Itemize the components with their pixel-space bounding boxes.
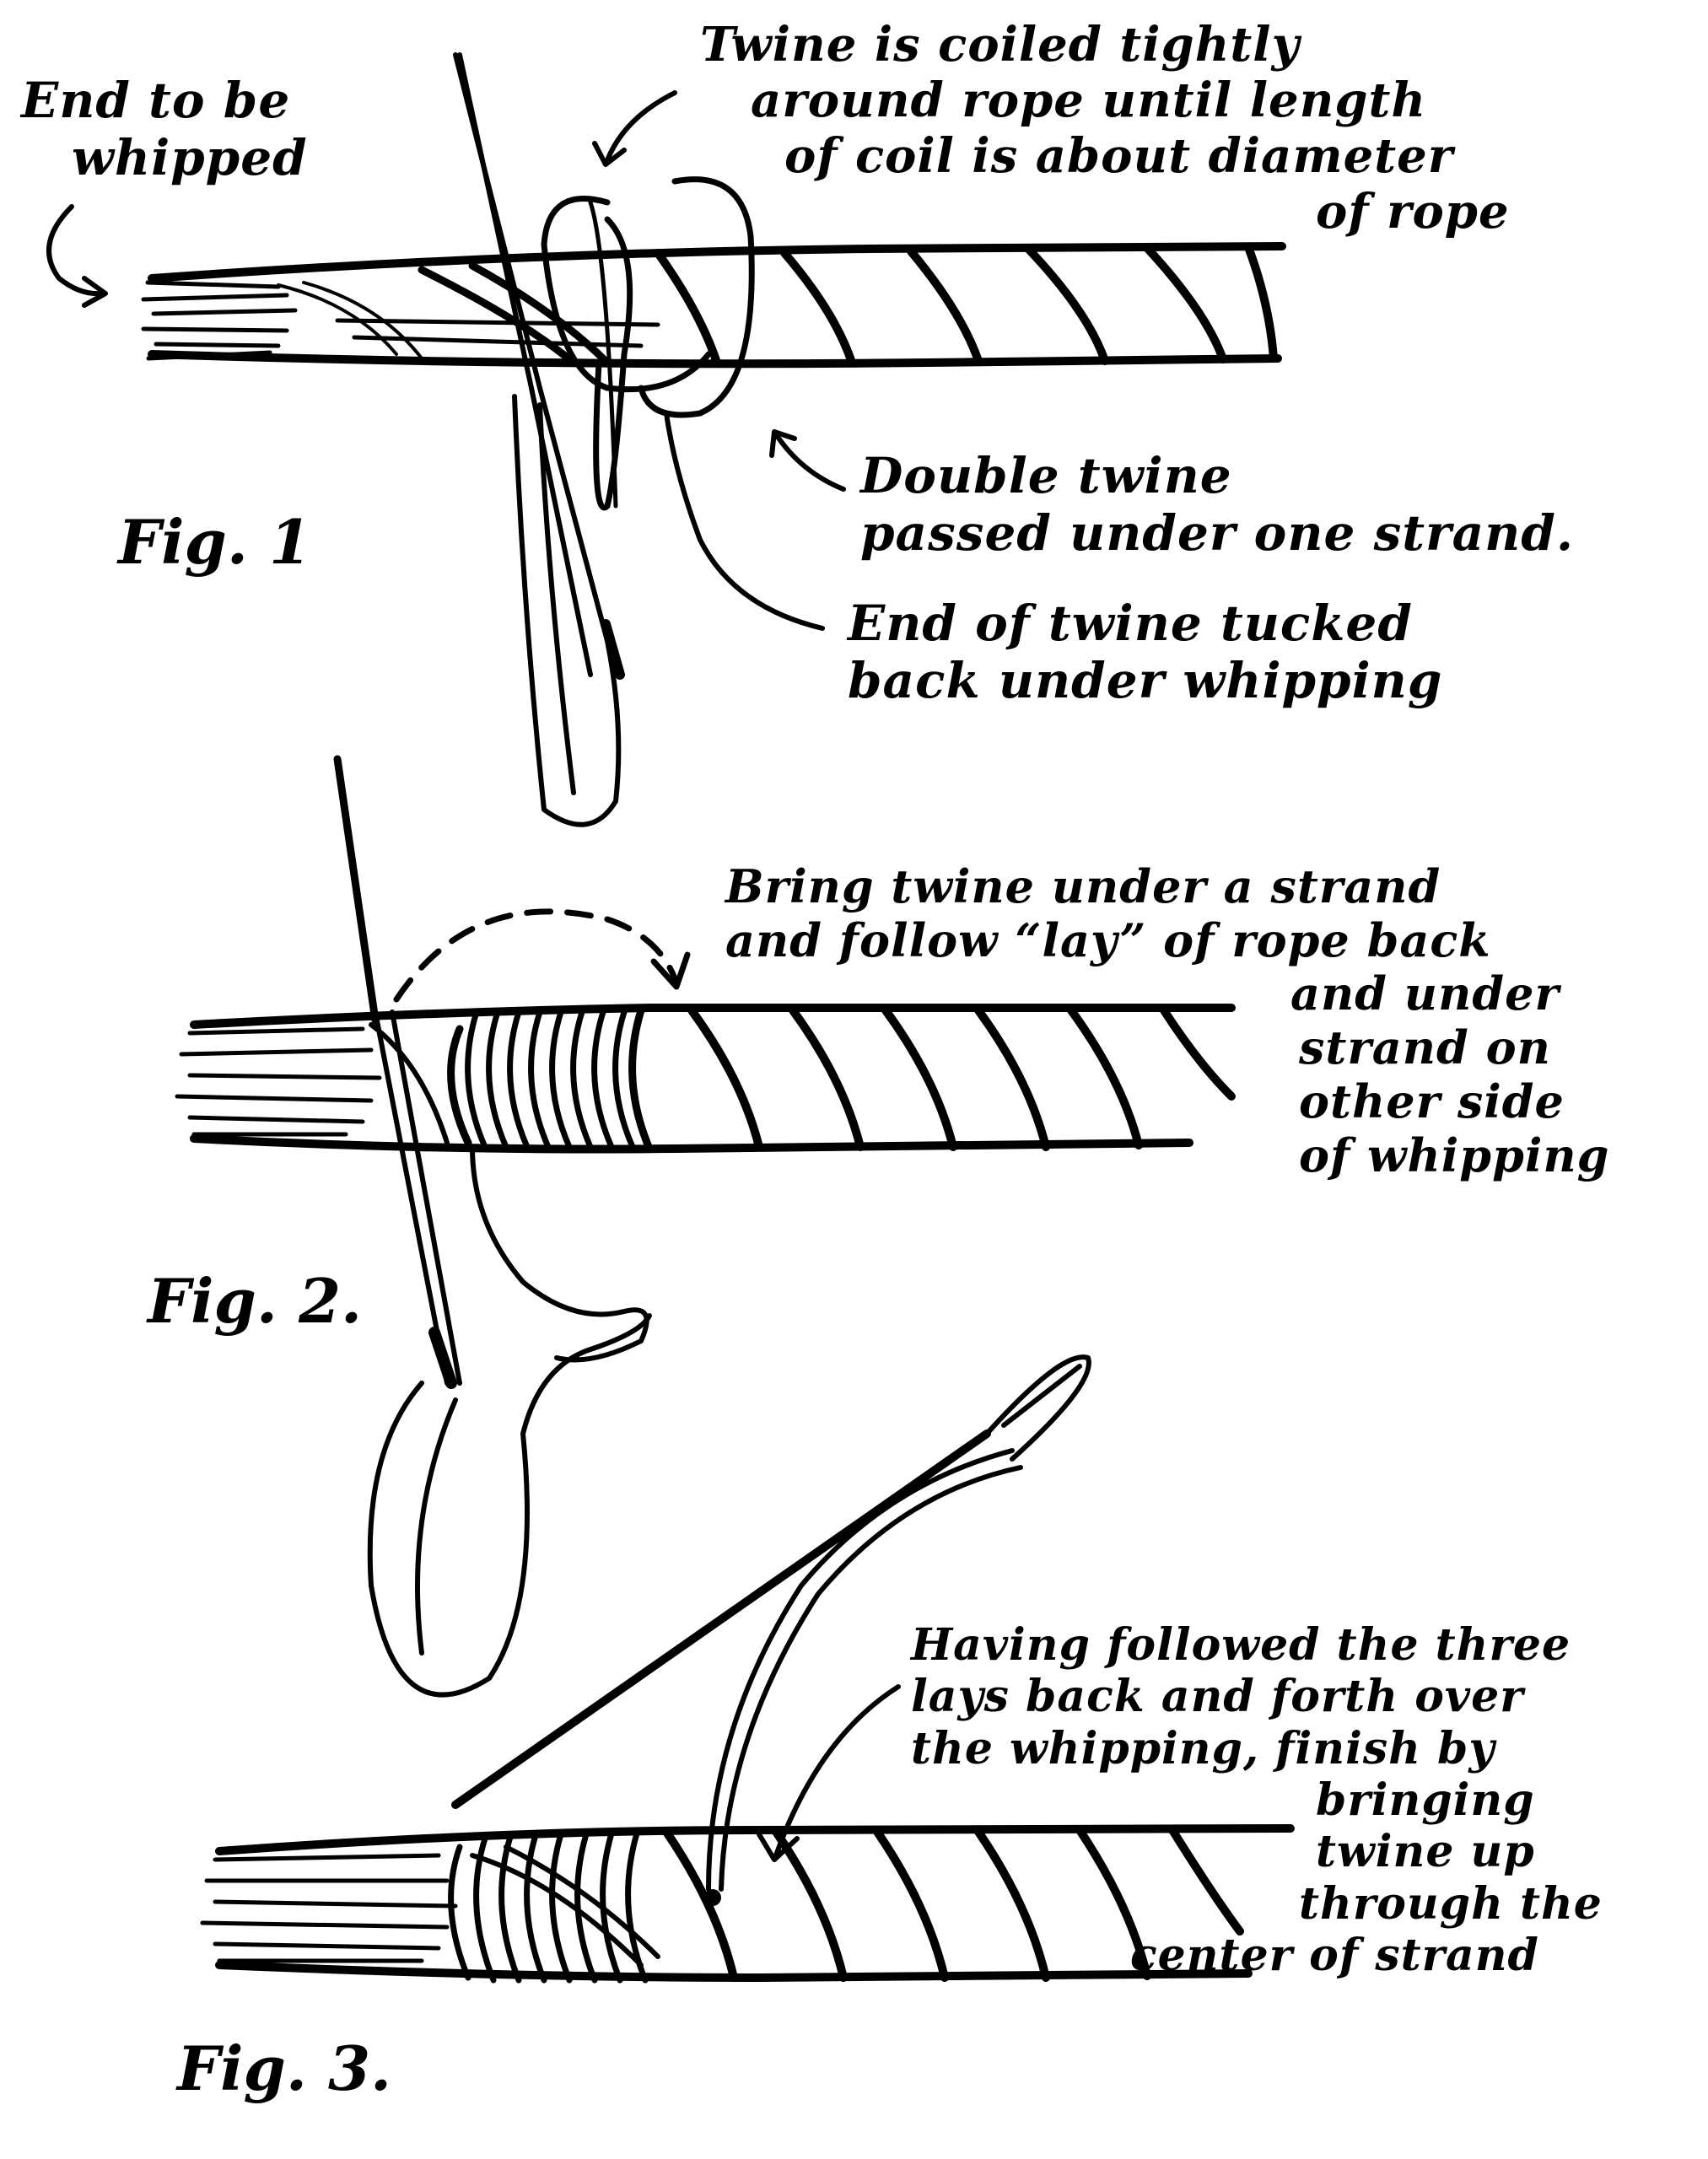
fig2-label: Fig. 2. [148,1265,363,1337]
fig1-needle [453,52,625,827]
fig1-arrows [46,90,846,631]
fig3-needle [451,1354,1091,1906]
double-twine-label: Double twine passed under one strand. [860,447,1575,563]
fig2-rope [175,1004,1236,1154]
fig1-label: Fig. 1 [118,506,312,578]
fig1-twine-coil [541,176,755,511]
fig3-label: Fig. 3. [177,2032,392,2104]
fig1-rope [141,242,1286,369]
fig3-arrow [757,1684,901,1862]
finish-note-label: Having followed the three lays back and … [911,1619,1603,1982]
coil-note-label: Twine is coiled tightly around rope unti… [700,17,1510,240]
fig2-needle [333,755,652,1698]
fig2-dashed-arrow [393,908,691,1003]
end-to-be-whipped-label: End to be whipped [21,72,308,187]
end-tucked-label: End of twine tucked back under whipping [848,595,1443,710]
bring-twine-label: Bring twine under a strand and follow “l… [725,859,1610,1182]
fig3-rope [200,1824,1295,1984]
